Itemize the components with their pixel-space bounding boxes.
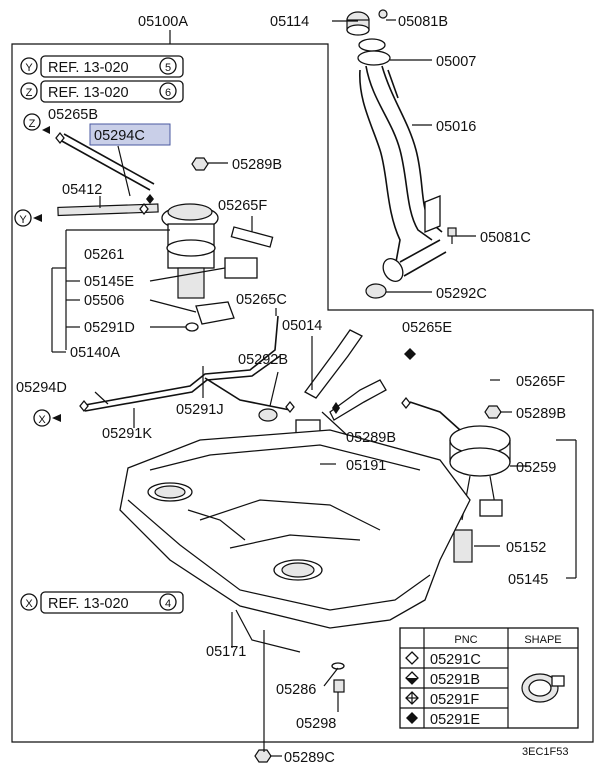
fuel-pump-module: [57, 133, 274, 332]
callout-labels: 05100A 05114 05081B 05007 05016 05081C 0…: [16, 14, 566, 766]
sub-pump-assembly: [409, 401, 511, 563]
callout-05114[interactable]: 05114: [270, 14, 309, 30]
bottom-hardware: [254, 662, 345, 763]
callout-05291K[interactable]: 05291K: [102, 426, 152, 442]
callout-05298[interactable]: 05298: [296, 716, 336, 732]
callout-05265E[interactable]: 05265E: [402, 320, 452, 336]
legend-header-shape: SHAPE: [524, 634, 561, 646]
callout-05289B-top[interactable]: 05289B: [232, 157, 282, 173]
arrow-icon: [52, 414, 61, 422]
ref-letter: Y: [25, 62, 33, 74]
diamond-symbols: [55, 131, 416, 414]
callout-05292C[interactable]: 05292C: [436, 286, 487, 302]
hollow-diamond-icon: [405, 651, 419, 665]
hollow-diamond-icon: [139, 202, 149, 216]
callout-05261[interactable]: 05261: [84, 247, 124, 263]
callout-05081B[interactable]: 05081B: [398, 14, 448, 30]
fuel-tank: [119, 429, 471, 653]
legend-pnc: 05291E: [430, 712, 480, 728]
callout-05016[interactable]: 05016: [436, 119, 476, 135]
svg-text:Z: Z: [29, 118, 36, 130]
arrow-icon: [42, 126, 50, 134]
ref-letter: X: [25, 598, 33, 610]
callout-05265F-right[interactable]: 05265F: [516, 374, 565, 390]
callout-05291J[interactable]: 05291J: [176, 402, 224, 418]
ref-box-y[interactable]: Y REF. 13-020 5: [20, 55, 184, 78]
callout-05286[interactable]: 05286: [276, 682, 316, 698]
legend-header-pnc: PNC: [454, 634, 477, 646]
cross-diamond-icon: [405, 691, 419, 705]
arrow-icon: [33, 214, 42, 222]
ref-num: 4: [165, 598, 171, 610]
cross-diamond-icon: [401, 396, 411, 410]
ref-num: 6: [165, 87, 171, 99]
legend-pnc: 05291B: [430, 672, 480, 688]
frame-lines: [11, 30, 594, 743]
hollow-diamond-icon: [285, 400, 295, 414]
callout-05294C[interactable]: 05294C: [94, 128, 145, 144]
figure-code: 3EC1F53: [522, 746, 568, 758]
svg-text:Y: Y: [19, 214, 27, 226]
filled-diamond-icon: [332, 402, 340, 414]
ref-text: REF. 13-020: [48, 596, 129, 612]
callout-05145E[interactable]: 05145E: [84, 274, 134, 290]
hollow-diamond-icon: [55, 131, 65, 145]
ref-num: 5: [165, 62, 171, 74]
callout-05100A[interactable]: 05100A: [138, 14, 188, 30]
callout-05294D[interactable]: 05294D: [16, 380, 67, 396]
callout-05289B-right[interactable]: 05289B: [516, 406, 566, 422]
marker-y[interactable]: Y: [14, 209, 42, 227]
callout-05191[interactable]: 05191: [346, 458, 386, 474]
callout-05152[interactable]: 05152: [506, 540, 546, 556]
callout-05014[interactable]: 05014: [282, 318, 322, 334]
callout-05291D[interactable]: 05291D: [84, 320, 135, 336]
highlight-box: [89, 123, 171, 146]
svg-text:X: X: [38, 414, 46, 426]
callout-05007[interactable]: 05007: [436, 54, 476, 70]
callout-05506[interactable]: 05506: [84, 293, 124, 309]
half-filled-diamond-icon: [405, 671, 419, 685]
marker-x[interactable]: X: [33, 409, 61, 427]
callout-05265C[interactable]: 05265C: [236, 292, 287, 308]
filled-diamond-icon: [406, 712, 418, 724]
callout-05265B[interactable]: 05265B: [48, 107, 98, 123]
legend-table: PNC SHAPE 05291C 05291B 05291F 05291E: [399, 627, 579, 729]
filler-neck-assembly: [346, 9, 457, 299]
callout-05289B-mid[interactable]: 05289B: [346, 430, 396, 446]
ref-text: REF. 13-020: [48, 85, 129, 101]
ref-text: REF. 13-020: [48, 60, 129, 76]
ref-box-x[interactable]: X REF. 13-020 4: [20, 591, 184, 614]
callout-05412[interactable]: 05412: [62, 182, 102, 198]
filled-diamond-icon: [404, 348, 416, 360]
callout-05171[interactable]: 05171: [206, 644, 246, 660]
callout-05140A[interactable]: 05140A: [70, 345, 120, 361]
hollow-diamond-icon: [79, 399, 89, 413]
callout-05265F-top[interactable]: 05265F: [218, 198, 267, 214]
leader-lines: [51, 19, 577, 757]
callout-05081C[interactable]: 05081C: [480, 230, 531, 246]
legend-pnc: 05291F: [430, 692, 479, 708]
callout-05145[interactable]: 05145: [508, 572, 548, 588]
callout-05292B[interactable]: 05292B: [238, 352, 288, 368]
half-filled-diamond-icon: [146, 194, 154, 204]
ref-letter: Z: [26, 87, 33, 99]
marker-z[interactable]: Z: [23, 113, 50, 134]
callout-05289C[interactable]: 05289C: [284, 750, 335, 766]
legend-pnc: 05291C: [430, 652, 481, 668]
ref-box-z[interactable]: Z REF. 13-020 6: [20, 80, 184, 103]
callout-05259[interactable]: 05259: [516, 460, 556, 476]
hose-clamp-icon: [521, 673, 565, 703]
